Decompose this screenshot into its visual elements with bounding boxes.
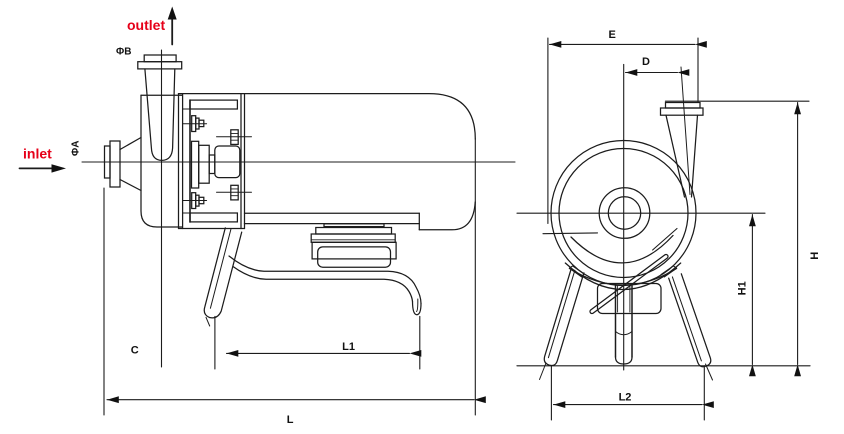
svg-text:H: H xyxy=(809,252,821,260)
svg-text:outlet: outlet xyxy=(127,17,165,33)
svg-text:ΦA: ΦA xyxy=(71,141,82,156)
svg-text:inlet: inlet xyxy=(23,146,52,162)
svg-text:C: C xyxy=(131,345,139,357)
svg-text:L: L xyxy=(287,414,294,426)
svg-text:E: E xyxy=(609,29,616,41)
svg-text:ΦB: ΦB xyxy=(116,47,131,58)
svg-text:L2: L2 xyxy=(619,392,632,404)
svg-text:D: D xyxy=(642,56,650,68)
svg-text:H1: H1 xyxy=(737,281,749,295)
svg-text:L1: L1 xyxy=(342,341,355,353)
